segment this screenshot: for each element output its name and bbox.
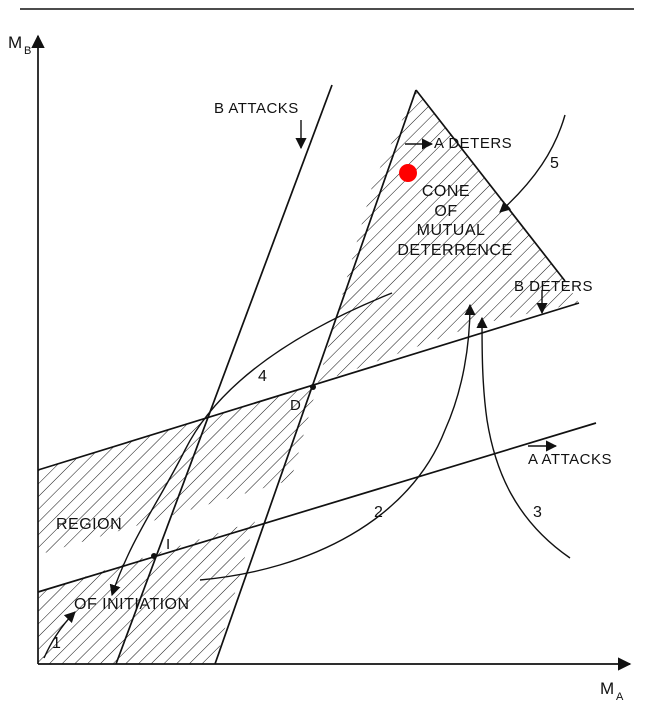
y-axis-subscript: B — [24, 45, 32, 57]
cone-label-line1: CONE — [422, 183, 470, 200]
b-attacks-label: B ATTACKS — [214, 100, 299, 117]
x-axis-subscript: A — [616, 691, 624, 703]
point-d-label: D — [290, 397, 301, 414]
a-attacks-label: A ATTACKS — [528, 451, 612, 468]
trajectory-1 — [43, 611, 76, 659]
region-label: REGION — [56, 516, 122, 533]
trajectory-5-label: 5 — [550, 155, 559, 172]
b-attacks-line — [115, 84, 333, 665]
b-deters-line — [37, 302, 580, 471]
trajectory-3 — [476, 316, 571, 559]
trajectory-1-label: 1 — [52, 635, 61, 652]
region-of-initiation-lower-band — [38, 521, 255, 664]
cone-label-line2: OF — [434, 203, 457, 220]
region-of-initiation-upper-band — [38, 383, 318, 555]
cone-label-line4: DETERRENCE — [397, 242, 512, 259]
point-d-dot — [310, 384, 316, 390]
x-axis-label: M — [600, 679, 615, 698]
point-i-dot — [151, 553, 157, 559]
trajectory-2-label: 2 — [374, 504, 383, 521]
y-axis-label: M — [8, 33, 23, 52]
a-deters-label: A DETERS — [434, 135, 512, 152]
trajectory-5 — [499, 114, 566, 213]
trajectory-4 — [109, 292, 393, 597]
cone-upper-right-edge — [415, 89, 566, 282]
of-initiation-label: OF INITIATION — [74, 596, 190, 613]
trajectory-3-label: 3 — [533, 504, 542, 521]
cone-label-line3: MUTUAL — [417, 222, 486, 239]
b-deters-label: B DETERS — [514, 278, 593, 295]
trajectory-4-label: 4 — [258, 368, 267, 385]
cone-of-mutual-deterrence-region — [318, 90, 579, 383]
a-attacks-line — [37, 422, 597, 593]
point-i-label: I — [166, 536, 171, 553]
a-deters-line — [214, 89, 417, 665]
trajectory-2 — [199, 303, 476, 581]
red-marker-dot — [399, 164, 417, 182]
